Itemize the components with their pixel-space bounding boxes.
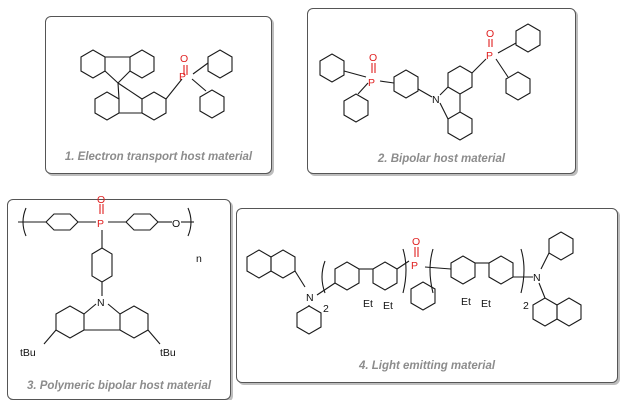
atom-P: P [97, 218, 104, 230]
structure-fluorene-phosphine-oxide-emitter: N 2 Et Et P O Et Et 2 [246, 231, 582, 335]
atom-O-chain: O [172, 218, 180, 230]
substituent-tBu-right: tBu [160, 347, 176, 359]
atom-N-right: N [533, 272, 541, 284]
structure-polymer-phosphine-oxide: P O O n N tBu tBu [18, 194, 202, 359]
atom-N: N [432, 94, 440, 106]
atom-P: P [179, 71, 186, 83]
structure-spirofluorene-phosphine-oxide: P O [80, 49, 233, 121]
substituent-Et-4: Et [481, 298, 491, 310]
atom-O-2: O [486, 28, 494, 40]
caption: 4. Light emitting material [358, 360, 496, 372]
repeat-unit-n: n [196, 253, 202, 265]
atom-N-left: N [306, 292, 314, 304]
atom-O: O [369, 52, 377, 64]
panel-electron-transport-host: P O 1. Electron transport host material [45, 16, 272, 174]
molecule-2: P O N P O [319, 23, 541, 141]
molecule-3: P O O n N tBu tBu [18, 194, 202, 359]
structure-carbazole-phosphine-oxide: P O N P O [319, 23, 541, 141]
subscript-2-right: 2 [523, 300, 529, 312]
substituent-tBu-left: tBu [20, 347, 36, 359]
caption: 2. Bipolar host material [377, 153, 506, 165]
caption: 1. Electron transport host material [64, 151, 253, 163]
panel-polymeric-bipolar-host: P O O n N tBu tBu 3. Polymeric bipo [7, 194, 231, 400]
caption: 3. Polymeric bipolar host material [26, 380, 212, 392]
molecule-1: P O [80, 49, 233, 121]
atom-P: P [411, 260, 418, 272]
subscript-2-left: 2 [323, 303, 329, 315]
panel-bipolar-host: P O N P O 2. Bipolar host material [307, 8, 576, 174]
atom-O: O [180, 53, 188, 65]
molecule-4: N 2 Et Et P O Et Et 2 [246, 231, 582, 335]
atom-O: O [412, 236, 420, 248]
atom-P-2: P [486, 50, 493, 62]
panel-light-emitting: N 2 Et Et P O Et Et 2 [236, 208, 618, 383]
substituent-Et-2: Et [383, 300, 393, 312]
atom-P: P [368, 77, 375, 89]
substituent-Et-1: Et [363, 298, 373, 310]
atom-O: O [97, 194, 105, 206]
atom-N: N [97, 297, 105, 309]
substituent-Et-3: Et [461, 296, 471, 308]
